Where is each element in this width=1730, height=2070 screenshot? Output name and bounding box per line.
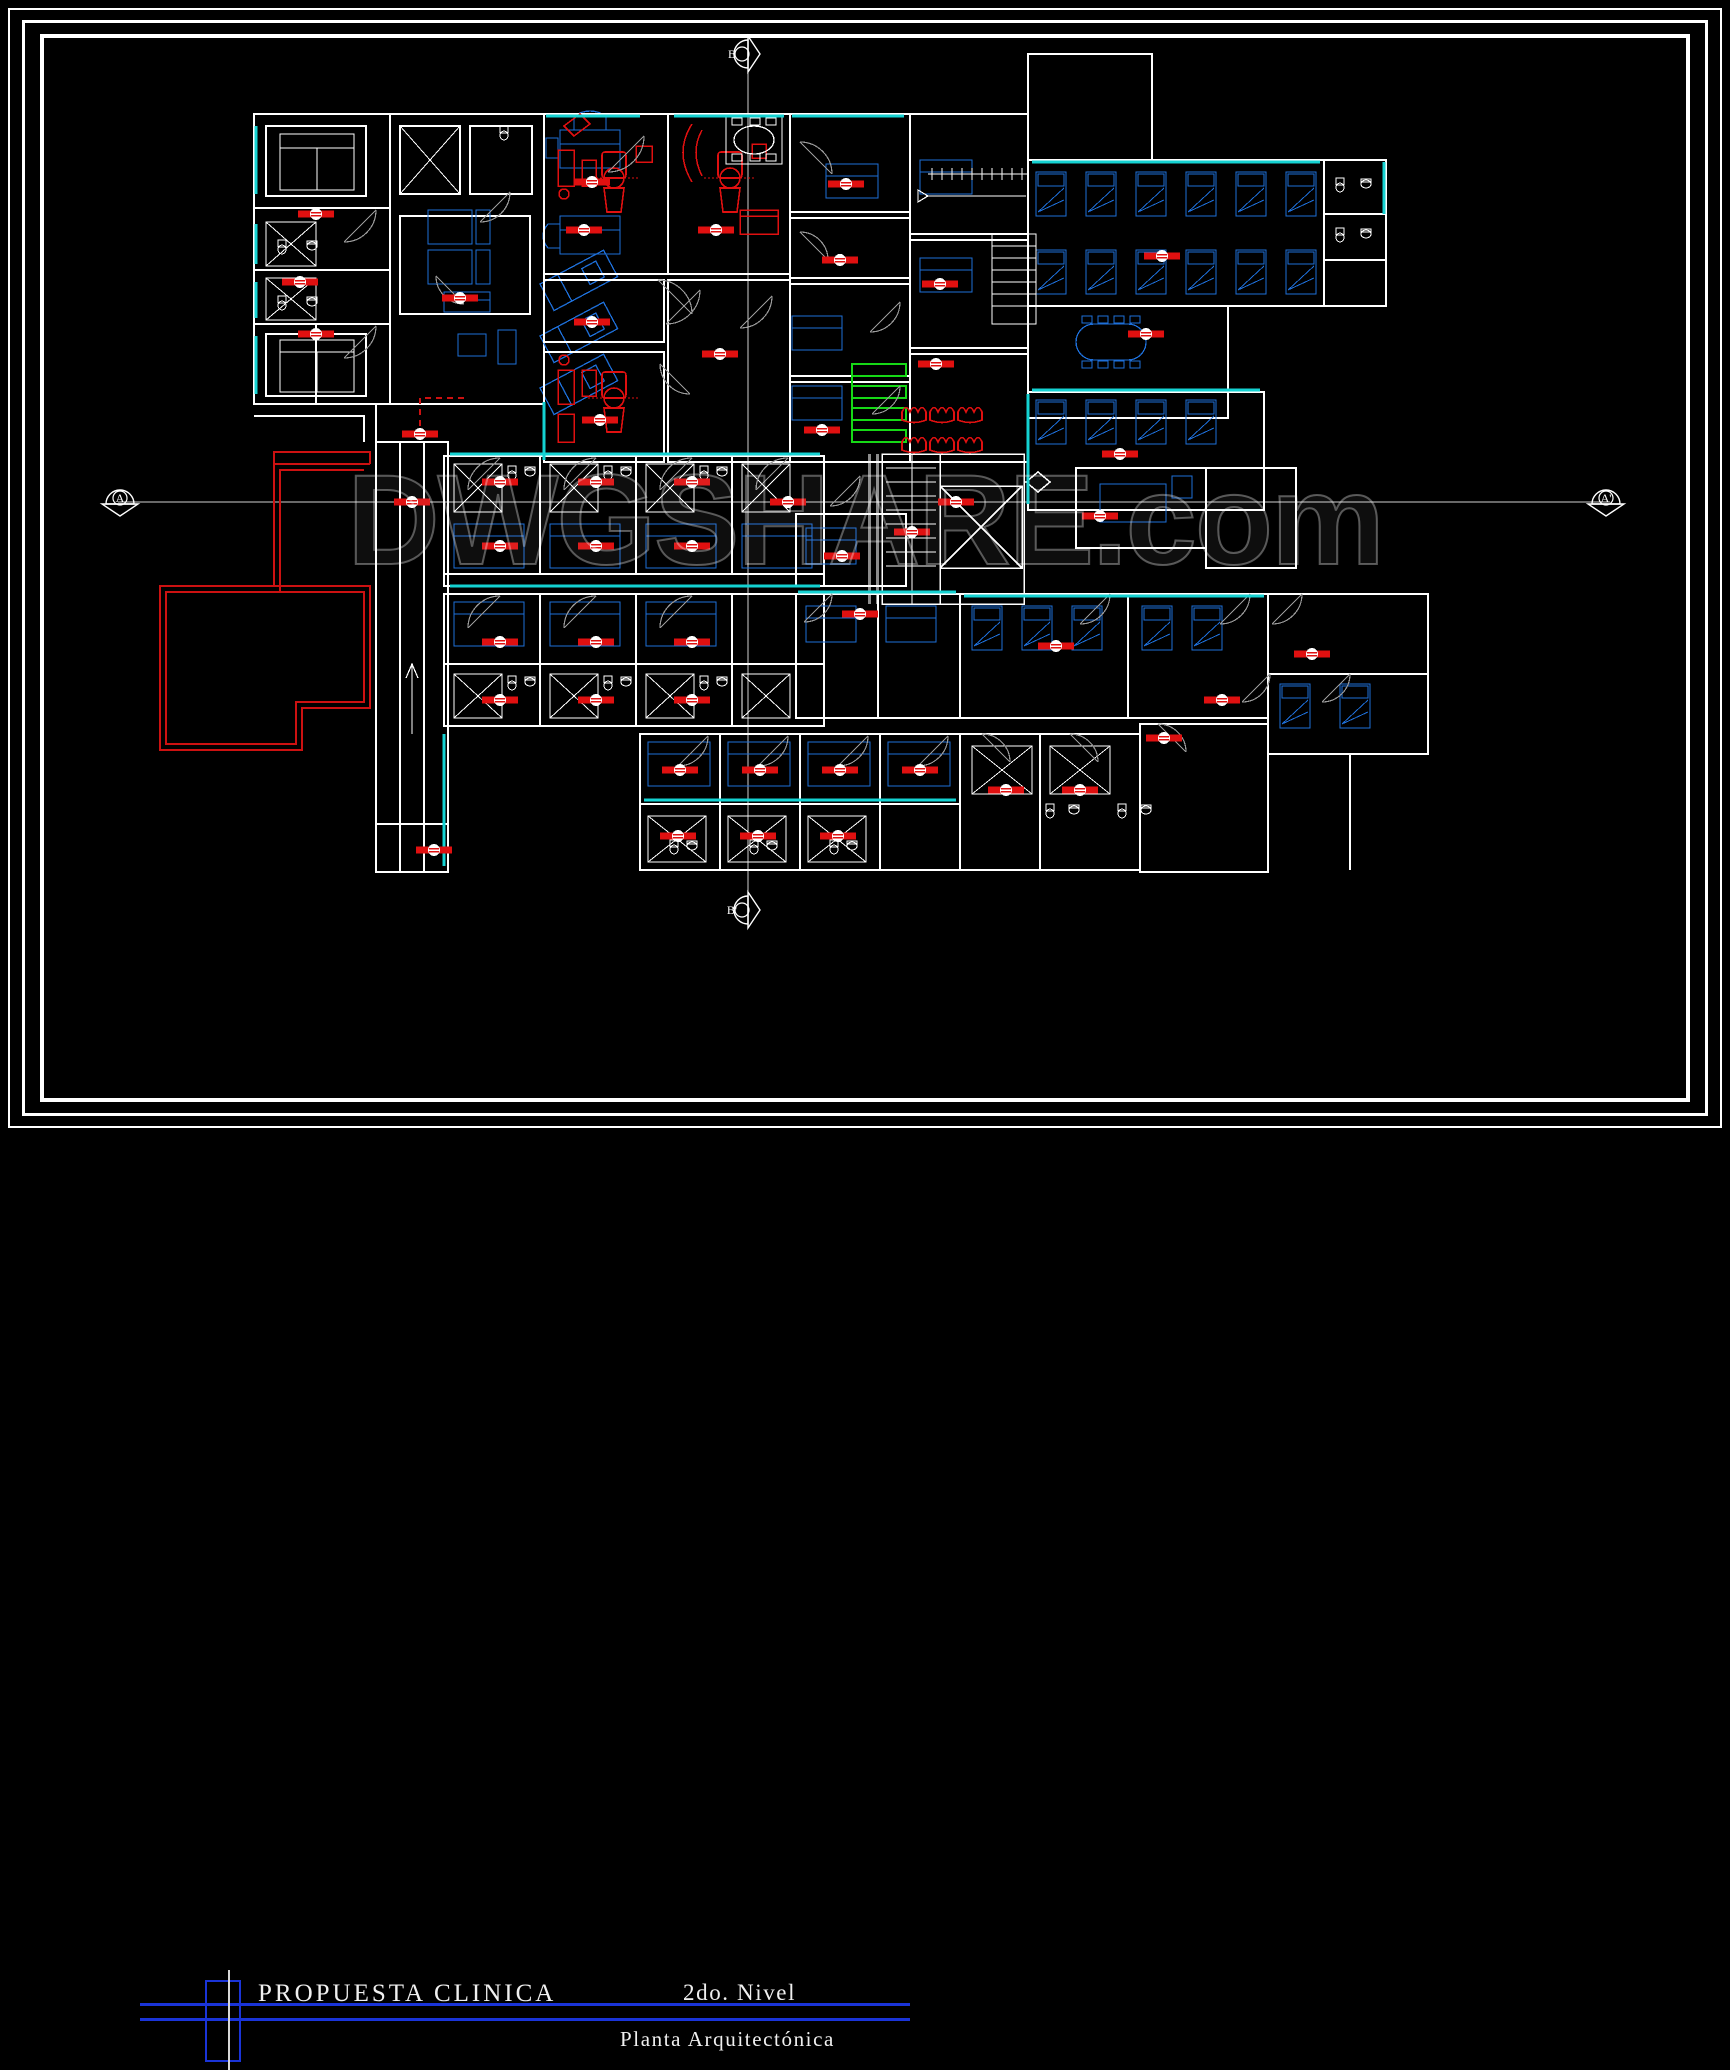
mechanical-symbols-row [917,168,1028,204]
sheet-border-outer [8,8,1722,1128]
dashed-red-duct [419,397,468,426]
mid-upper-beds-blue [453,523,813,569]
grid-bubble-B-top: B [726,32,770,80]
ward-ne-sanitary [1335,177,1372,243]
north-central-furniture-blue [791,159,973,421]
nw-beds-white [279,133,355,393]
shelving-racks-green [850,362,908,444]
southeast-sanitary [1045,803,1152,819]
corridor-west-link [254,403,377,442]
title-block: PROPUESTA CLINICA 2do. Nivel Planta Arqu… [0,975,1730,2070]
meeting-table-white [725,113,783,165]
mid-upper-baths [453,463,791,513]
mid-lower-beds-blue [453,601,717,647]
zone-south-rooms [639,733,961,871]
title-block-vertical-line [228,1970,230,2070]
zone-mid-lower-rooms [443,593,825,727]
ward-ne-beds-blue [1035,171,1317,295]
south-rooms-beds-blue [647,741,951,787]
auditorium-seating-red [901,406,983,454]
window-sills-cyan [254,114,1386,866]
grid-bubble-A-right: A' [1582,482,1630,522]
zone-ward-northeast [1027,53,1387,307]
grid-bubble-A-left: A [96,482,144,522]
southeast-baths [971,745,1111,795]
zone-mid-upper-rooms [443,455,825,587]
nw-furniture-blue [427,209,517,365]
zone-northwest-rooms [253,113,545,405]
dental-equipment-red [557,113,779,443]
ward-east-beds-blue [1035,399,1217,523]
grid-bubble-B-top-label: B [727,47,736,61]
meeting-room-east [1027,305,1229,419]
sheet-border-middle [22,20,1708,1116]
property-line-outline [159,451,371,751]
southeast-ward-beds-blue [805,527,1371,729]
grid-bubble-A-left-label: A [115,491,125,505]
oval-conference-table [1075,315,1147,369]
floor-plan-canvas[interactable] [40,34,1690,1102]
grid-bubble-B-bottom: B' [726,888,770,936]
core-hatch-dots [868,454,879,604]
south-rooms-sanitary [669,839,858,855]
door-swings [343,135,1351,767]
title-rule-bottom [140,2018,910,2021]
grid-bubble-B-bottom-label: B' [726,903,738,917]
sheet-border-inner [40,34,1690,1102]
southeast-corridor [1140,723,1351,870]
drawing-type: Planta Arquitectónica [620,2027,835,2051]
title-block-marker [205,1980,241,2062]
cad-drawing-sheet: A A' B B' DWGSHARE.com PR [0,8,1730,2070]
grid-bubble-A-right-label: A' [1600,491,1612,505]
stair-northeast [991,233,1037,325]
zone-southeast [795,513,1429,873]
zone-dental-surgery [543,113,791,463]
recliner-chairs-blue [539,249,619,416]
project-title: PROPUESTA CLINICA [258,1980,557,2007]
drawing-level: 2do. Nivel [683,1980,797,2005]
core-stairs-elevator [881,453,1052,605]
mid-lower-baths [453,673,791,719]
